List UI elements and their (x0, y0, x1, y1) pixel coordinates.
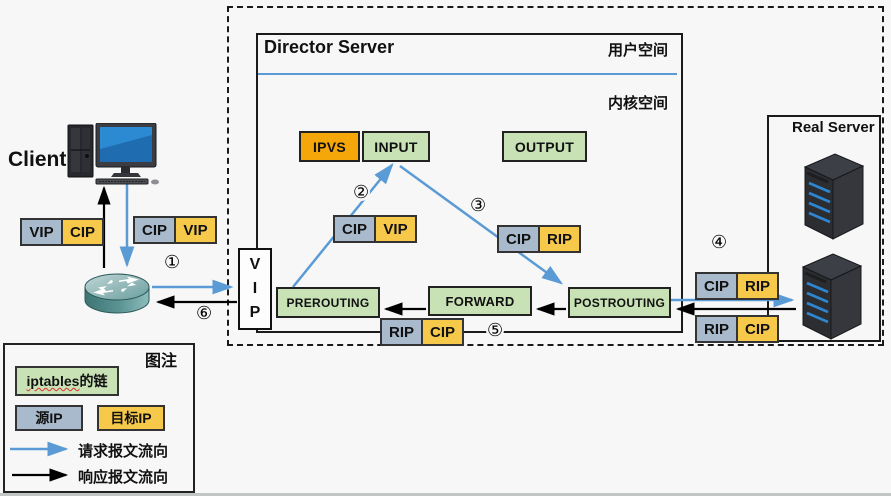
director-server-frame (256, 33, 683, 333)
vip-letter: P (249, 304, 261, 321)
packet-label-cip-rip-director: CIP RIP (497, 225, 581, 253)
prerouting-chain-box: PREROUTING (276, 287, 380, 318)
postrouting-chain-box: POSTROUTING (568, 287, 671, 318)
step-3-badge: ③ (469, 195, 488, 215)
step-5-badge: ⑤ (486, 320, 505, 340)
legend-source-ip-chip: 源IP (15, 405, 83, 431)
packet-label-vip-cip: VIP CIP (20, 218, 104, 246)
source-ip-cell: CIP (135, 218, 176, 242)
dest-ip-cell: RIP (540, 227, 579, 251)
step-4-badge: ④ (710, 232, 729, 252)
kernel-space-label: 内核空间 (608, 95, 669, 112)
dest-ip-cell: CIP (423, 320, 462, 344)
source-ip-cell: CIP (499, 227, 540, 251)
dest-ip-cell: CIP (63, 220, 102, 244)
input-chain-box: INPUT (362, 131, 430, 162)
director-server-title: Director Server (264, 37, 395, 57)
client-computer-icon (67, 123, 159, 185)
packet-label-rip-cip-bottom: RIP CIP (380, 318, 464, 346)
source-ip-cell: RIP (697, 317, 738, 341)
source-ip-cell: RIP (382, 320, 423, 344)
real-server-frame (767, 115, 881, 342)
real-server-title: Real Server (792, 119, 875, 136)
dest-ip-cell: CIP (738, 317, 777, 341)
real-server-icon-1 (803, 153, 865, 240)
packet-label-cip-vip-client: CIP VIP (133, 216, 217, 244)
real-server-icon-2 (801, 253, 863, 340)
legend-response-flow-label: 响应报文流向 (78, 469, 169, 486)
source-ip-cell: CIP (335, 217, 376, 241)
output-chain-box: OUTPUT (502, 131, 587, 162)
legend-title: 图注 (145, 353, 178, 370)
dest-ip-cell: RIP (738, 274, 777, 298)
legend-dest-ip-chip: 目标IP (97, 405, 165, 431)
vip-letter: I (252, 280, 258, 297)
user-kernel-separator (258, 73, 677, 75)
step-6-badge: ⑥ (195, 303, 214, 323)
step-1-badge: ① (163, 252, 182, 272)
router-icon (84, 273, 150, 314)
legend-request-flow-label: 请求报文流向 (78, 443, 169, 460)
dest-ip-cell: VIP (376, 217, 415, 241)
vip-letter: V (249, 256, 261, 273)
dest-ip-cell: VIP (176, 218, 215, 242)
client-label: Client (8, 148, 67, 171)
vip-box: V I P (238, 248, 272, 330)
source-ip-cell: VIP (22, 220, 63, 244)
user-space-label: 用户空间 (608, 42, 669, 59)
step-2-badge: ② (352, 182, 371, 202)
packet-label-cip-vip-director: CIP VIP (333, 215, 417, 243)
legend-frame (3, 343, 195, 493)
forward-chain-box: FORWARD (428, 286, 532, 316)
source-ip-cell: CIP (697, 274, 738, 298)
packet-label-cip-rip-realserver: CIP RIP (695, 272, 779, 300)
packet-label-rip-cip-realserver: RIP CIP (695, 315, 779, 343)
ipvs-box: IPVS (299, 131, 360, 162)
legend-iptables-word: iptables (26, 373, 80, 389)
legend-chain-suffix: 的链 (79, 373, 108, 389)
outer-dashed-frame (227, 6, 884, 346)
